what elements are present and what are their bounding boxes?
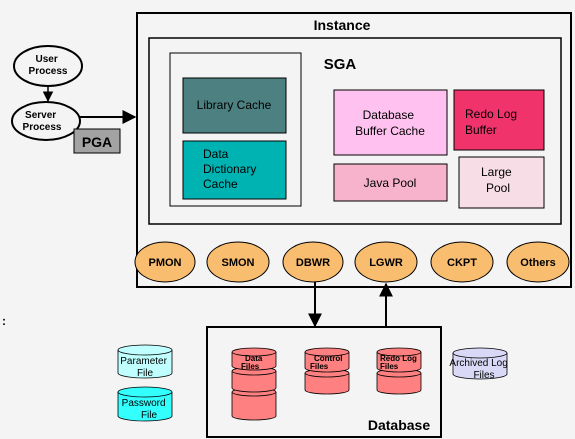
password-file-line-2: File (141, 410, 158, 421)
svg-text:Password File: Password File (122, 398, 169, 421)
redo-log-buffer-box (453, 89, 545, 151)
server-process-line-2: Process (23, 122, 62, 133)
data-dictionary-cache-line-2: Dictionary (203, 162, 256, 176)
large-pool-line-2: Pool (486, 181, 510, 195)
svg-text:Redo Log Files: Redo Log Files (380, 354, 419, 371)
archived-log-files-line-2: Files (473, 370, 494, 381)
smon-label: SMON (222, 257, 255, 269)
svg-text:User Process: User Process (29, 54, 68, 77)
database-buffer-cache-label: Database Buffer Cache (355, 108, 425, 138)
instance-title: Instance (314, 17, 371, 33)
dbwr-label: DBWR (296, 257, 330, 269)
password-file-line-1: Password (122, 398, 166, 409)
data-files-cylinder: Data Files (231, 347, 277, 421)
user-process: User Process (13, 45, 83, 87)
archived-log-files-cylinder: Archived Log Files (449, 347, 510, 381)
ckpt-label: CKPT (447, 257, 477, 269)
redo-log-files-cylinder: Redo Log Files (376, 347, 422, 395)
control-files-cylinder: Control Files (304, 347, 350, 395)
pmon-label: PMON (149, 257, 182, 269)
pga-box: PGA (73, 128, 121, 154)
data-dictionary-cache-line-3: Cache (203, 177, 238, 191)
svg-text:Archived Log Files: Archived Log Files (449, 358, 510, 381)
library-cache-box (182, 77, 287, 134)
background-process-ckpt: CKPT (430, 241, 494, 283)
java-pool-label: Java Pool (364, 176, 417, 190)
control-files-line-1: Control (314, 354, 342, 363)
data-dictionary-cache-label: Data Dictionary Cache (203, 147, 260, 191)
data-dictionary-cache-line-1: Data (203, 147, 229, 161)
database-buffer-cache-line-1: Database (363, 108, 415, 122)
pga-label: PGA (82, 134, 112, 150)
data-files-line-2: Files (241, 362, 260, 371)
parameter-file-cylinder: Parameter File (117, 344, 173, 379)
database-buffer-cache-line-2: Buffer Cache (355, 124, 425, 138)
parameter-file-line-2: File (137, 368, 154, 379)
svg-text:Parameter File: Parameter File (120, 356, 169, 379)
redo-log-files-line-1: Redo Log (380, 354, 417, 363)
lgwr-label: LGWR (369, 257, 403, 269)
database-title: Database (368, 417, 430, 433)
user-process-line-1: User (35, 54, 57, 65)
background-process-dbwr: DBWR (282, 241, 344, 283)
library-cache-label: Library Cache (197, 98, 272, 112)
user-process-line-2: Process (29, 66, 68, 77)
sga-title: SGA (324, 56, 357, 73)
large-pool-label: Large Pool (481, 165, 515, 195)
large-pool-line-1: Large (481, 165, 512, 179)
redo-log-files-line-2: Files (380, 362, 399, 371)
server-process: Server Process (11, 101, 81, 141)
others-label: Others (520, 257, 555, 269)
parameter-file-line-1: Parameter (120, 356, 167, 367)
control-files-line-2: Files (310, 362, 329, 371)
data-files-line-1: Data (245, 354, 263, 363)
redo-log-buffer-line-2: Buffer (465, 123, 497, 137)
database-buffer-cache-box (333, 89, 448, 156)
java-pool-box (333, 163, 448, 202)
svg-text:Control Files: Control Files (310, 354, 345, 371)
server-process-line-1: Server (25, 110, 56, 121)
background-process-lgwr: LGWR (354, 241, 418, 283)
redo-log-buffer-line-1: Redo Log (465, 107, 517, 121)
archived-log-files-line-1: Archived Log (449, 358, 507, 369)
large-pool-box (458, 156, 545, 209)
password-file-cylinder: Password File (117, 386, 173, 422)
svg-text:Server Process: Server Process (23, 110, 62, 133)
background-process-smon: SMON (206, 241, 270, 283)
data-dictionary-cache-box (182, 140, 287, 200)
svg-text:Data Files: Data Files (241, 354, 265, 371)
redo-log-buffer-label: Redo Log Buffer (465, 107, 520, 137)
stray-mark: : (2, 314, 6, 328)
background-process-pmon: PMON (134, 241, 196, 283)
background-process-others: Others (506, 241, 570, 283)
